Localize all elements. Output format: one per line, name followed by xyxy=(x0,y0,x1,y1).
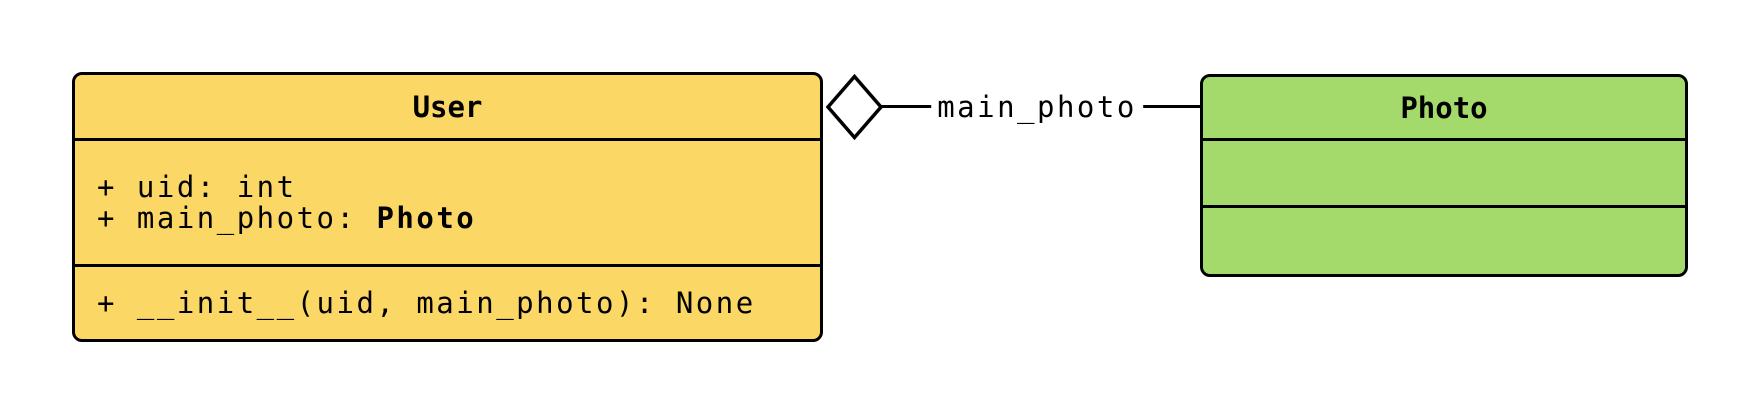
method-line: + __init__(uid, main_photo): None xyxy=(97,285,756,320)
attributes-compartment-user: + uid: int + main_photo: Photo xyxy=(75,141,820,267)
attribute-text: + main_photo: xyxy=(97,200,377,235)
relation-label: main_photo xyxy=(931,90,1143,124)
class-title-photo: Photo xyxy=(1203,77,1685,141)
class-box-user: User + uid: int + main_photo: Photo + __… xyxy=(72,72,823,342)
attributes-compartment-photo xyxy=(1203,141,1685,208)
attribute-line: + uid: int xyxy=(97,169,297,204)
attribute-line: + main_photo: Photo xyxy=(75,200,820,235)
class-title-user: User xyxy=(75,75,820,141)
methods-compartment-photo xyxy=(1203,208,1685,274)
class-box-photo: Photo xyxy=(1200,74,1688,277)
aggregation-diamond-icon xyxy=(825,73,884,141)
methods-compartment-user: + __init__(uid, main_photo): None xyxy=(75,267,820,339)
attribute-type-ref: Photo xyxy=(376,200,477,235)
